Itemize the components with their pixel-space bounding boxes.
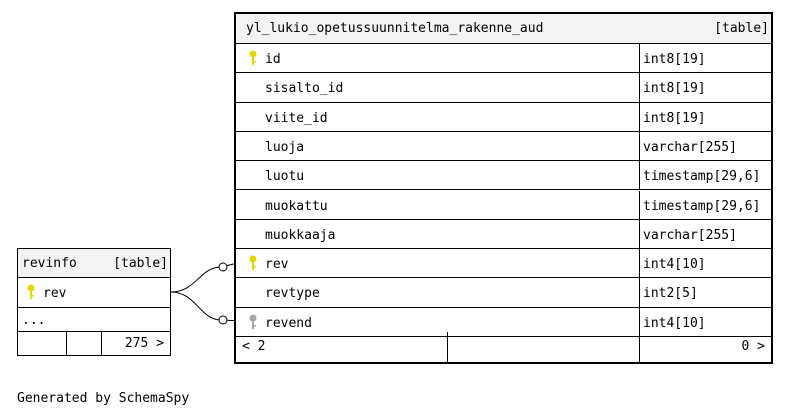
primary-key-icon xyxy=(249,50,257,65)
revinfo-column-row[interactable]: rev xyxy=(18,278,170,308)
column-row[interactable]: rev int4[10] xyxy=(236,249,771,279)
column-row[interactable]: muokkaaja varchar[255] xyxy=(236,219,771,250)
revinfo-column-name: rev xyxy=(43,286,67,301)
column-row[interactable]: revtype int2[5] xyxy=(236,278,771,308)
column-divider xyxy=(639,249,640,278)
column-row[interactable]: luotu timestamp[29,6] xyxy=(236,161,771,191)
main-table-name: yl_lukio_opetussuunnitelma_rakenne_aud xyxy=(246,21,544,36)
parents-count[interactable]: < 2 xyxy=(242,339,266,354)
column-name: rev xyxy=(265,257,289,273)
column-divider xyxy=(639,278,640,307)
revinfo-footer: 275 > xyxy=(18,332,170,355)
column-row[interactable]: muokattu timestamp[29,6] xyxy=(236,190,771,220)
main-table-footer: < 2 0 > xyxy=(236,332,771,362)
column-name: luoja xyxy=(265,139,305,155)
column-type: varchar[255] xyxy=(643,227,737,243)
column-divider xyxy=(639,161,640,190)
column-type: int8[19] xyxy=(643,52,706,67)
column-name: muokattu xyxy=(265,198,328,214)
column-type: timestamp[29,6] xyxy=(643,169,761,185)
children-count[interactable]: 0 > xyxy=(741,339,765,354)
main-table-header[interactable]: yl_lukio_opetussuunnitelma_rakenne_aud [… xyxy=(236,14,771,44)
column-row[interactable]: luoja varchar[255] xyxy=(236,131,771,162)
main-table-kind: [table] xyxy=(714,21,769,36)
column-type: int8[19] xyxy=(643,110,706,126)
column-type: int2[5] xyxy=(643,286,698,302)
column-divider xyxy=(639,219,640,249)
footer-divider-left xyxy=(447,332,448,362)
main-table[interactable]: yl_lukio_opetussuunnitelma_rakenne_aud [… xyxy=(234,12,773,364)
revinfo-table-header[interactable]: revinfo [table] xyxy=(18,249,170,278)
column-name: viite_id xyxy=(265,110,328,126)
revinfo-more-row: ... xyxy=(18,308,170,332)
column-divider xyxy=(639,102,640,131)
primary-key-icon xyxy=(27,284,35,299)
relationship-end-revend xyxy=(218,315,228,325)
column-name: muokkaaja xyxy=(265,227,336,243)
column-divider xyxy=(639,44,640,73)
column-name: id xyxy=(265,52,281,67)
column-divider xyxy=(639,73,640,102)
column-row[interactable]: viite_id int8[19] xyxy=(236,102,771,132)
revinfo-table-name: revinfo xyxy=(22,256,77,271)
primary-key-icon xyxy=(249,255,257,271)
column-name: revtype xyxy=(265,286,320,302)
column-row[interactable]: id int8[19] xyxy=(236,44,771,74)
credit-text: Generated by SchemaSpy xyxy=(17,391,190,406)
column-divider xyxy=(639,190,640,219)
column-type: timestamp[29,6] xyxy=(643,198,761,214)
revinfo-table-kind: [table] xyxy=(113,256,168,271)
relationship-end-rev xyxy=(218,262,228,272)
column-name: revend xyxy=(265,315,312,331)
column-name: luotu xyxy=(265,169,305,185)
relationship-line-rev xyxy=(170,261,243,293)
column-type: varchar[255] xyxy=(643,139,737,155)
column-name: sisalto_id xyxy=(265,81,344,97)
revinfo-footer-divider-2 xyxy=(101,332,102,355)
column-row[interactable]: sisalto_id int8[19] xyxy=(236,73,771,103)
column-divider xyxy=(639,307,640,336)
footer-divider-right xyxy=(639,332,640,362)
revinfo-children-count[interactable]: 275 > xyxy=(124,336,164,351)
column-type: int4[10] xyxy=(643,257,706,273)
revinfo-more: ... xyxy=(22,313,46,328)
foreign-key-icon xyxy=(249,314,257,329)
column-row[interactable]: revend int4[10] xyxy=(236,307,771,337)
column-type: int8[19] xyxy=(643,81,706,97)
relationship-line-revend xyxy=(170,291,243,322)
revinfo-table[interactable]: revinfo [table] rev ... 275 > xyxy=(17,248,171,356)
column-divider xyxy=(639,131,640,161)
revinfo-footer-divider-1 xyxy=(66,332,67,355)
column-type: int4[10] xyxy=(643,315,706,331)
